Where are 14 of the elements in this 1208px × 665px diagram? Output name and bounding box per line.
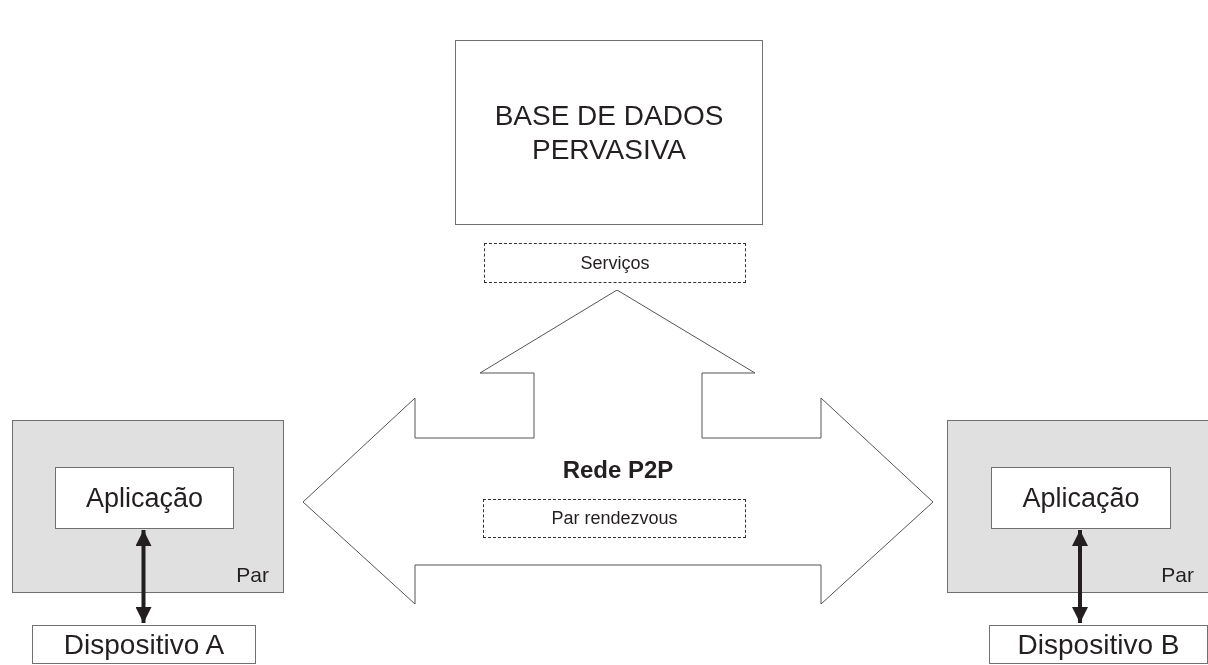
network-title: Rede P2P <box>562 458 674 482</box>
peer-label: Par <box>236 561 269 588</box>
database-box: BASE DE DADOS PERVASIVA <box>455 40 763 225</box>
process-box: Dispositivo B <box>989 625 1208 664</box>
process-box: Dispositivo A <box>32 625 256 664</box>
process-box: Aplicação <box>991 467 1171 529</box>
double-arrow <box>135 530 152 623</box>
peer-box <box>947 420 1208 593</box>
double-arrow <box>1072 530 1088 623</box>
peer-box <box>12 420 284 593</box>
process-box: Aplicação <box>55 467 234 529</box>
dashed-service-box: Serviços <box>484 243 746 283</box>
dashed-service-box: Par rendezvous <box>483 499 746 538</box>
peer-label: Par <box>1161 561 1194 588</box>
